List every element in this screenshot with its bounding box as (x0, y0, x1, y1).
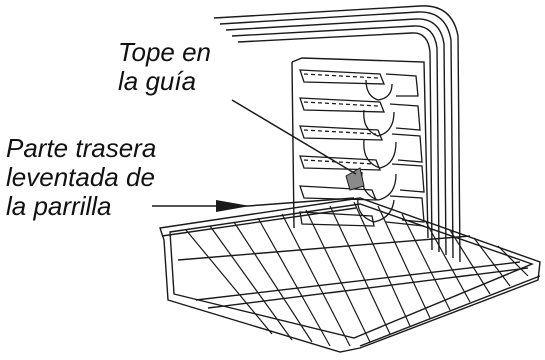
leader-line-stop (231, 99, 357, 175)
callout-line: Parte trasera (6, 133, 157, 163)
rack-guide-3 (299, 125, 423, 169)
oven-rack (159, 197, 541, 353)
callout-line: la parrilla (6, 191, 112, 221)
rack-frame-outer (159, 197, 541, 353)
leader-arrow (216, 200, 250, 212)
rack-guide-2 (299, 97, 421, 137)
callout-line: leventada de (6, 162, 155, 192)
guide-stop-shading (345, 167, 365, 191)
rack-rods (185, 201, 529, 347)
rack-cross-wire (177, 235, 471, 261)
callout-rack-stop: Tope en la guía (118, 38, 211, 96)
callout-line: la guía (118, 66, 197, 96)
callout-line: Tope en (118, 37, 212, 67)
rack-guide-6 (299, 211, 425, 227)
rack-cross-wire (207, 267, 529, 309)
leader-lines (152, 99, 357, 207)
callout-rack-rear: Parte trasera leventada de la parrilla (6, 134, 156, 221)
rack-guides (299, 69, 425, 227)
leader-line-rack (152, 197, 355, 207)
oven-wall (213, 5, 461, 263)
rack-frame-inner (169, 203, 534, 339)
rack-cross-wire (195, 261, 521, 301)
rack-guide-1 (299, 69, 419, 101)
